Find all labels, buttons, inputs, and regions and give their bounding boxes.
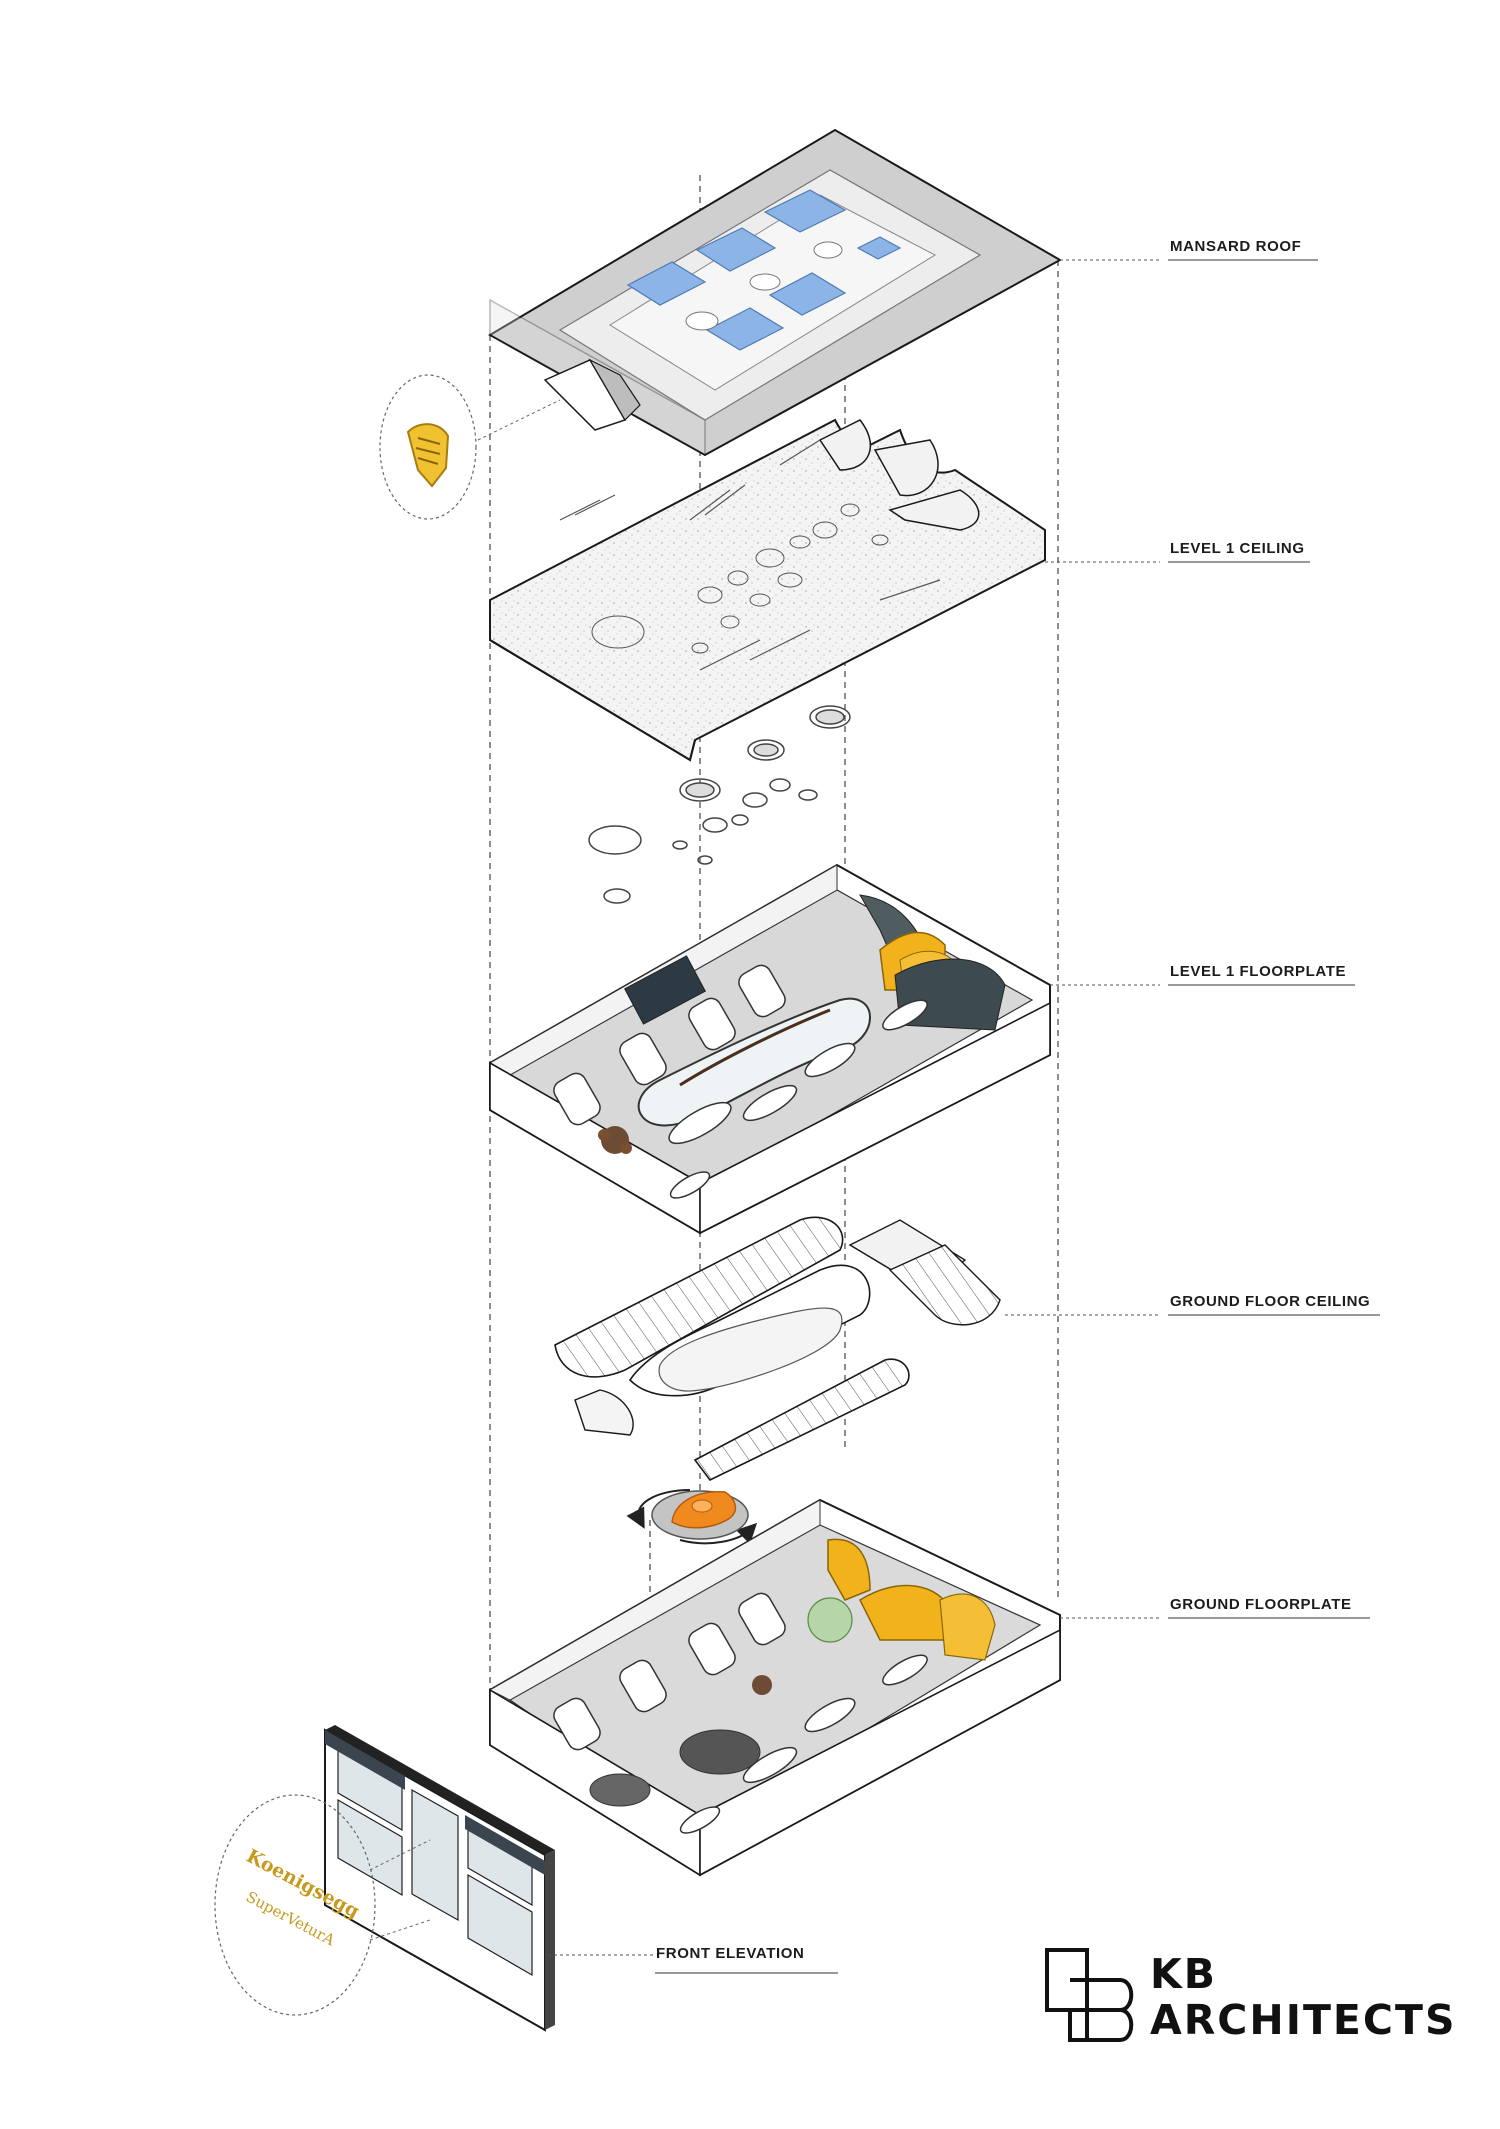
label-underlines — [655, 259, 1380, 1974]
mansard-roof — [487, 128, 1063, 457]
level1-floorplate — [489, 863, 1051, 1235]
label-level1-ceiling: LEVEL 1 CEILING — [1170, 540, 1305, 557]
logo-kb: KB — [1150, 1950, 1218, 1998]
label-front-elevation: FRONT ELEVATION — [656, 1945, 805, 1962]
display-bays-level1 — [668, 999, 928, 1199]
label-leaders — [548, 259, 1160, 1956]
label-mansard-roof: MANSARD ROOF — [1170, 238, 1302, 255]
display-bays-ground — [679, 1654, 928, 1834]
label-ground-floor-ceiling: GROUND FLOOR CEILING — [1170, 1293, 1371, 1310]
skylights — [626, 189, 902, 351]
label-ground-floorplate: GROUND FLOORPLATE — [1170, 1596, 1352, 1613]
car-turntable — [626, 1489, 758, 1545]
ground-floor-ceiling — [554, 1216, 1001, 1482]
car-icon — [671, 1491, 737, 1529]
light-fixtures — [588, 705, 851, 904]
level1-ceiling — [489, 418, 1046, 762]
front-elevation — [324, 1725, 555, 2032]
cars-ground — [553, 1592, 786, 1751]
label-level1-floorplate: LEVEL 1 FLOORPLATE — [1170, 963, 1347, 980]
logo-architects: ARCHITECTS — [1150, 1996, 1457, 2044]
ground-floorplate — [488, 1498, 1061, 1877]
emblem-callout — [379, 374, 561, 520]
shield-emblem-icon — [406, 423, 450, 488]
cars-level1 — [553, 964, 786, 1126]
rotation-arrow-icon — [626, 1489, 691, 1529]
kb-monogram-icon — [1045, 1948, 1134, 2042]
